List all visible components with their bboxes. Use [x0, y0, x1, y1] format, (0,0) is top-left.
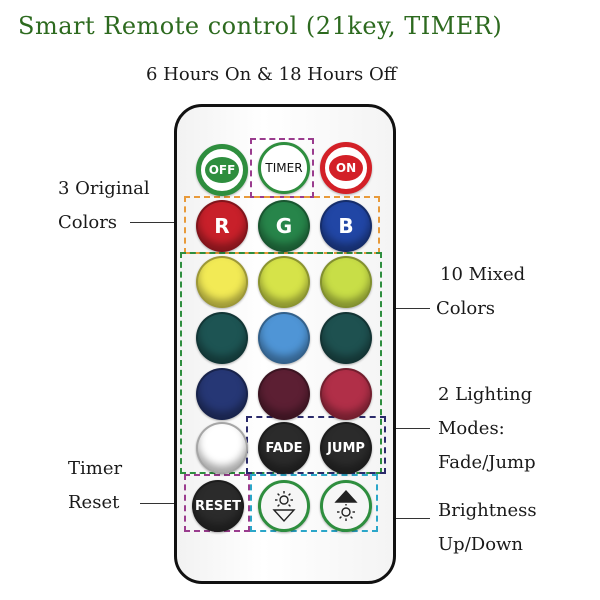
green-button[interactable]: G: [258, 200, 310, 252]
mixed-color-button-3[interactable]: [320, 256, 372, 308]
modes-leader: [386, 428, 430, 429]
modes-annotation-line1: 2 Lighting: [438, 384, 533, 405]
reset-annotation-line2: Reset: [68, 492, 120, 513]
original-colors-annotation-line1: 3 Original: [58, 178, 150, 199]
jump-button[interactable]: JUMP: [320, 422, 372, 474]
mixed-color-button-10[interactable]: [196, 422, 248, 474]
sun-down-arrow-icon: [272, 491, 296, 523]
brightness-up-button[interactable]: [320, 480, 372, 532]
brightness-leader: [386, 518, 430, 519]
mixed-colors-annotation-line2: Colors: [436, 298, 496, 319]
timer-button[interactable]: TIMER: [258, 142, 310, 194]
mixed-color-button-1[interactable]: [196, 256, 248, 308]
mixed-color-button-6[interactable]: [320, 312, 372, 364]
fade-button[interactable]: FADE: [258, 422, 310, 474]
original-colors-annotation-line2: Colors: [58, 212, 118, 233]
on-button[interactable]: ON: [320, 142, 372, 194]
mixed-color-button-8[interactable]: [258, 368, 310, 420]
mixed-color-button-7[interactable]: [196, 368, 248, 420]
mixed-colors-annotation-line1: 10 Mixed: [440, 264, 526, 285]
off-label: OFF: [205, 157, 239, 183]
modes-annotation-line3: Fade/Jump: [438, 452, 536, 473]
mixed-color-button-9[interactable]: [320, 368, 372, 420]
reset-leader: [140, 503, 192, 504]
mixed-colors-leader: [386, 308, 430, 309]
off-button[interactable]: OFF: [196, 144, 248, 196]
mixed-color-button-4[interactable]: [196, 312, 248, 364]
reset-annotation-line1: Timer: [68, 458, 123, 479]
timer-annotation: 6 Hours On & 18 Hours Off: [146, 64, 397, 85]
original-colors-leader: [130, 222, 182, 223]
reset-button[interactable]: RESET: [192, 480, 244, 532]
sun-up-arrow-icon: [334, 489, 358, 521]
brightness-annotation-line2: Up/Down: [438, 534, 524, 555]
mixed-color-button-2[interactable]: [258, 256, 310, 308]
brightness-frame: [250, 474, 378, 532]
blue-button[interactable]: B: [320, 200, 372, 252]
page-title: Smart Remote control (21key, TIMER): [18, 12, 503, 40]
on-label: ON: [329, 155, 363, 181]
modes-annotation-line2: Modes:: [438, 418, 505, 439]
mixed-color-button-5[interactable]: [258, 312, 310, 364]
red-button[interactable]: R: [196, 200, 248, 252]
brightness-annotation-line1: Brightness: [438, 500, 537, 521]
brightness-down-button[interactable]: [258, 480, 310, 532]
